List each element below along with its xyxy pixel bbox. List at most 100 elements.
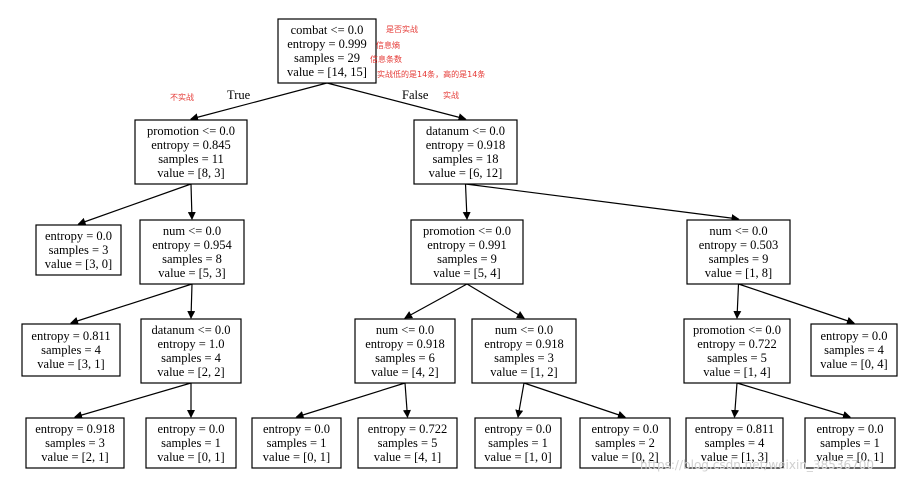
node-box (134, 119, 248, 185)
node-box (471, 318, 577, 384)
annotation-entropy: 信息熵 (376, 40, 400, 50)
node-line: value = [3, 1] (37, 357, 104, 371)
watermark: https://blog.csdn.net/weixin_38536700 (640, 458, 875, 472)
node-line: samples = 9 (437, 252, 497, 266)
node-line: value = [2, 2] (157, 365, 224, 379)
node-line: samples = 4 (41, 343, 102, 357)
node-line: entropy = 0.722 (697, 337, 777, 351)
node-line: entropy = 0.918 (484, 337, 564, 351)
node-box (686, 219, 791, 285)
node-line: samples = 4 (824, 343, 885, 357)
node-line: datanum <= 0.0 (426, 124, 505, 138)
false-edge-label: False (402, 88, 429, 102)
node-line: value = [2, 1] (41, 450, 108, 464)
edge-n0-n2 (326, 82, 467, 122)
node-line: entropy = 0.0 (591, 422, 658, 436)
node-line: samples = 3 (49, 243, 109, 257)
node-line: entropy = 0.0 (816, 422, 883, 436)
edge-labels: True False (227, 88, 429, 102)
node-line: entropy = 0.954 (152, 238, 232, 252)
node-line: samples = 1 (267, 436, 327, 450)
tree-edges (70, 82, 855, 419)
node-line: value = [4, 1] (374, 450, 441, 464)
node-line: entropy = 0.991 (427, 238, 507, 252)
node-line: samples = 1 (820, 436, 880, 450)
node-line: entropy = 0.918 (426, 138, 506, 152)
node-line: entropy = 0.811 (695, 422, 774, 436)
node-box (474, 417, 562, 469)
node-line: entropy = 0.503 (699, 238, 779, 252)
true-edge-label: True (227, 88, 251, 102)
edge-n4-n7 (70, 283, 193, 325)
node-line: samples = 6 (375, 351, 435, 365)
node-box (277, 18, 377, 84)
node-line: combat <= 0.0 (291, 23, 364, 37)
node-line: value = [1, 4] (703, 365, 770, 379)
annotation-value: 实战低的是14条，高的是14条 (377, 69, 485, 79)
node-line: promotion <= 0.0 (423, 224, 511, 238)
node-line: entropy = 0.811 (31, 329, 110, 343)
node-line: samples = 3 (494, 351, 554, 365)
edge-n5-n10 (466, 283, 525, 319)
edge-n8-n13 (74, 382, 192, 419)
node-line: samples = 8 (162, 252, 222, 266)
node-line: samples = 9 (709, 252, 769, 266)
edge-n1-n3 (77, 183, 192, 226)
node-line: value = [3, 0] (45, 257, 112, 271)
node-line: samples = 1 (488, 436, 548, 450)
node-box (410, 219, 524, 285)
node-line: value = [8, 3] (157, 166, 224, 180)
node-line: datanum <= 0.0 (151, 323, 230, 337)
edge-n0-n1 (190, 82, 328, 122)
annotation-samples: 信息条数 (370, 54, 402, 64)
annotation-combat-branch: 实战 (443, 90, 459, 100)
node-box (140, 318, 242, 384)
edge-n6-n11 (733, 283, 742, 319)
node-box (804, 417, 896, 469)
node-box (139, 219, 245, 285)
edge-n10-n18 (523, 382, 626, 419)
node-box (683, 318, 791, 384)
edge-n2-n5 (462, 183, 471, 220)
node-line: value = [4, 2] (371, 365, 438, 379)
edge-n11-n20 (736, 382, 851, 419)
node-line: samples = 2 (595, 436, 655, 450)
node-line: value = [0, 4] (820, 357, 887, 371)
node-line: value = [5, 3] (158, 266, 225, 280)
node-box (579, 417, 671, 469)
edge-n9-n15 (295, 382, 406, 419)
node-line: value = [0, 1] (263, 450, 330, 464)
node-box (685, 417, 784, 469)
node-line: value = [6, 12] (429, 166, 503, 180)
node-line: promotion <= 0.0 (147, 124, 235, 138)
node-line: entropy = 0.0 (263, 422, 330, 436)
node-line: entropy = 0.918 (35, 422, 115, 436)
node-box (25, 417, 125, 469)
node-line: num <= 0.0 (709, 224, 767, 238)
node-line: value = [0, 1] (157, 450, 224, 464)
node-box (354, 318, 456, 384)
node-box (251, 417, 342, 469)
node-line: value = [1, 0] (484, 450, 551, 464)
node-line: value = [1, 8] (705, 266, 772, 280)
node-line: samples = 4 (161, 351, 222, 365)
node-line: value = [0, 1] (816, 450, 883, 464)
node-box (21, 323, 121, 377)
node-line: value = [1, 3] (701, 450, 768, 464)
node-line: num <= 0.0 (495, 323, 553, 337)
